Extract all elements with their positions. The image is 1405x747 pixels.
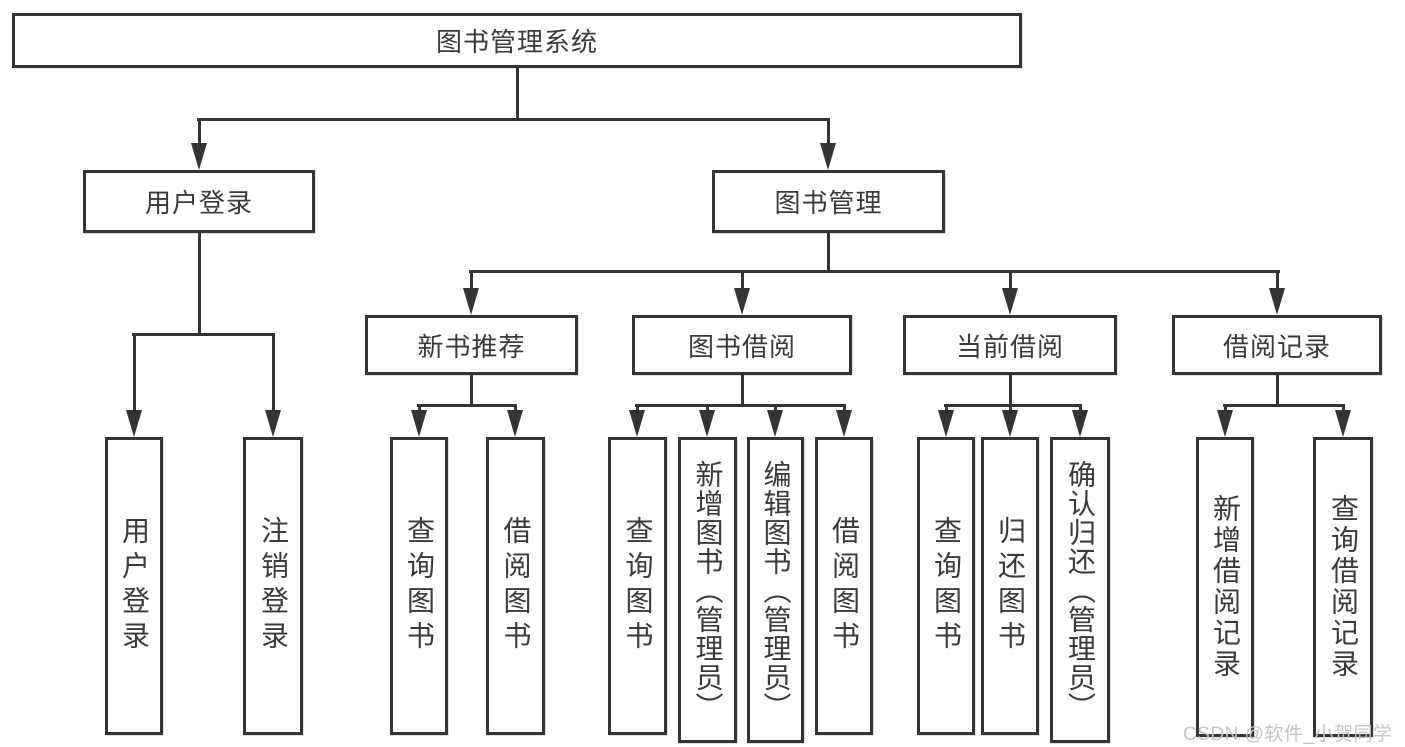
leaf-label: 查询借阅记录 [1328,494,1359,680]
arrowhead-down-icon [1335,410,1351,437]
arrowhead-down-icon [1217,410,1233,437]
leaf-label: 查询图书 [931,516,962,656]
csdn-watermark: CSDN @软件_小贺同学 [1183,724,1393,745]
connector-line-h [417,404,517,407]
leaf-label: 查询图书 [622,516,654,656]
leaf-label: 借阅图书 [500,516,532,656]
arrowhead-down-icon [629,410,645,437]
arrowhead-down-icon [767,410,783,437]
node-user-login: 用户登录 [83,170,315,233]
connector-line-v [1276,272,1279,290]
leaf-edit-books-admin: 编辑图书（管理员） [747,437,804,743]
node-label: 借阅记录 [1222,331,1331,362]
node-root-library-system: 图书管理系统 [12,13,1022,68]
leaf-return-books: 归还图书 [981,437,1039,735]
connector-line-h [1223,404,1345,407]
leaf-borrow-books: 借阅图书 [815,437,873,735]
connector-line-v [198,233,201,336]
node-current-borrowing: 当前借阅 [903,315,1117,375]
connector-line-h [197,118,830,121]
connector-line-v [1009,375,1012,407]
arrowhead-down-icon [126,410,142,437]
arrowhead-down-icon [938,410,954,437]
leaf-label: 新增图书（管理员） [692,459,724,721]
connector-line-v [827,120,830,146]
leaf-label: 借阅图书 [829,516,860,656]
arrowhead-down-icon [1002,288,1018,315]
leaf-query-borrow-record: 查询借阅记录 [1313,437,1373,737]
connector-line-v [133,335,136,414]
arrowhead-down-icon [1269,288,1285,315]
node-label: 新书推荐 [417,331,526,362]
leaf-query-books-borrowing: 查询图书 [608,437,667,735]
connector-line-v [470,272,473,290]
connector-line-h [944,404,1082,407]
connector-line-v [470,375,473,407]
arrowhead-down-icon [699,410,715,437]
arrowhead-down-icon [191,143,207,170]
connector-line-v [1009,272,1012,290]
connector-line-h [132,333,275,336]
connector-line-v [827,233,830,272]
node-label: 用户登录 [144,188,253,218]
node-label: 图书管理 [774,188,883,218]
leaf-add-books-admin: 新增图书（管理员） [678,437,737,743]
connector-line-v [272,335,275,414]
arrowhead-down-icon [265,410,281,437]
leaf-label: 注销登录 [258,516,289,656]
connector-line-h [469,270,1280,273]
leaf-label: 用户登录 [119,516,150,656]
leaf-label: 新增借阅记录 [1210,494,1241,680]
connector-line-v [1276,375,1279,407]
leaf-borrow-books-recommend: 借阅图书 [486,437,545,735]
connector-line-v [516,68,519,121]
arrowhead-down-icon [463,288,479,315]
node-new-book-recommend: 新书推荐 [365,315,578,375]
leaf-label: 编辑图书（管理员） [760,459,792,721]
node-label: 图书管理系统 [435,27,598,57]
connector-line-v [741,375,744,407]
leaf-label: 归还图书 [995,516,1026,656]
leaf-logout: 注销登录 [243,437,303,735]
leaf-user-login: 用户登录 [105,437,163,735]
arrowhead-down-icon [411,410,427,437]
connector-line-h [635,404,846,407]
arrowhead-down-icon [1002,410,1018,437]
arrowhead-down-icon [734,288,750,315]
connector-line-v [198,120,201,146]
connector-line-v [741,272,744,290]
leaf-add-borrow-record: 新增借阅记录 [1196,437,1254,737]
leaf-confirm-return-admin: 确认归还（管理员） [1050,437,1110,743]
node-label: 当前借阅 [955,331,1064,362]
leaf-query-books-current: 查询图书 [917,437,975,735]
node-label: 图书借阅 [687,331,796,362]
leaf-query-books-recommend: 查询图书 [390,437,448,735]
node-book-management: 图书管理 [712,170,945,233]
arrowhead-down-icon [836,410,852,437]
leaf-label: 确认归还（管理员） [1065,459,1096,721]
node-borrowing-records: 借阅记录 [1172,315,1382,375]
leaf-label: 查询图书 [404,516,435,656]
arrowhead-down-icon [1072,410,1088,437]
node-book-borrowing: 图书借阅 [632,315,852,375]
arrowhead-down-icon [507,410,523,437]
arrowhead-down-icon [820,143,836,170]
